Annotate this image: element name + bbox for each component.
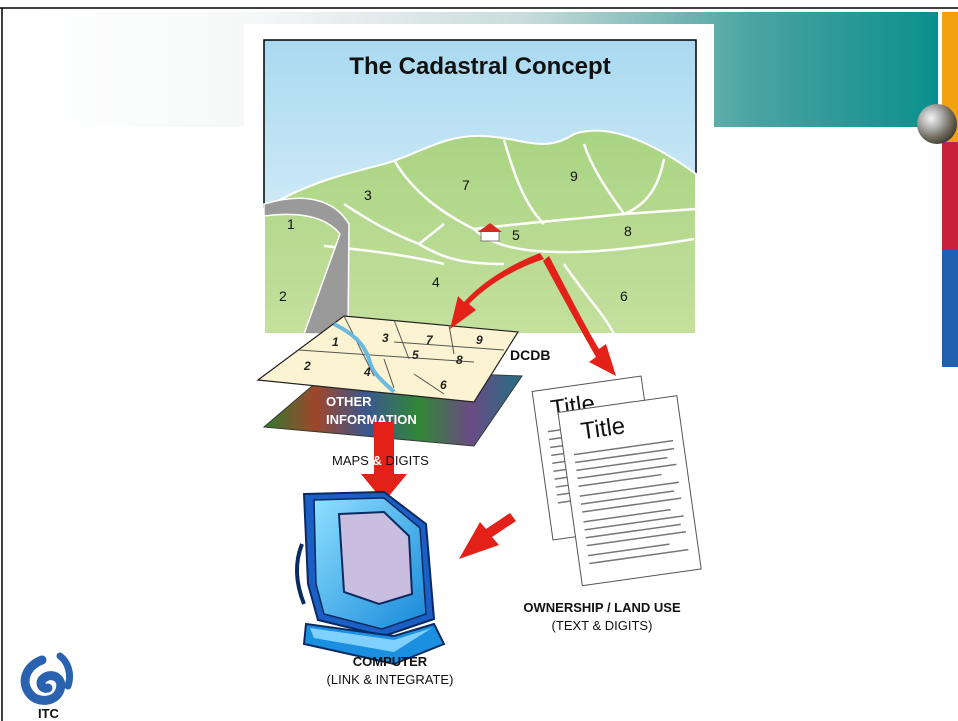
arrow-to-documents-icon xyxy=(543,256,616,376)
parcel-number: 6 xyxy=(620,288,628,304)
arrow-to-dcdb-icon xyxy=(450,253,544,329)
maps-label: MAPS xyxy=(332,453,369,468)
parcel-number: 4 xyxy=(432,274,440,290)
dcdb-number: 7 xyxy=(426,333,434,347)
parcel-number: 2 xyxy=(279,288,287,304)
dcdb-number: 1 xyxy=(332,335,339,349)
arrow-from-documents-icon xyxy=(459,513,516,559)
parcel-number: 7 xyxy=(462,177,470,193)
dcdb-number: 6 xyxy=(440,378,447,392)
other-info-label-line1: OTHER xyxy=(326,394,372,409)
land-title: The Cadastral Concept xyxy=(349,53,610,80)
dcdb-number: 5 xyxy=(412,348,419,362)
maps-digits-label: MAPS & DIGITS xyxy=(332,453,429,468)
dcdb-number: 3 xyxy=(382,331,389,345)
color-bar-blue xyxy=(942,250,958,367)
color-bar-red xyxy=(942,142,958,250)
dcdb-label: DCDB xyxy=(510,347,550,363)
digits-label: DIGITS xyxy=(385,453,429,468)
other-info-label-line2: INFORMATION xyxy=(326,412,417,427)
document-title-front: Title xyxy=(579,412,627,445)
computer-label: COMPUTER xyxy=(353,654,428,669)
parcel-number: 5 xyxy=(512,227,520,243)
itc-swirl-logo-icon: ITC xyxy=(20,652,74,721)
dcdb-number: 4 xyxy=(363,365,371,379)
parcel-number: 3 xyxy=(364,187,372,203)
parcel-number: 1 xyxy=(287,216,295,232)
dcdb-number: 9 xyxy=(476,333,483,347)
landscape-panel: The Cadastral Concept 1 2 3 4 5 6 7 8 9 xyxy=(263,39,697,335)
logo-text: ITC xyxy=(38,706,60,721)
maps-amp: & xyxy=(372,453,385,468)
dcdb-parcel-numbers: 1 2 3 4 5 6 7 8 9 xyxy=(303,331,483,392)
computer-sublabel: (LINK & INTEGRATE) xyxy=(327,672,454,687)
dcdb-layer: 1 2 3 4 5 6 7 8 9 DCDB xyxy=(256,315,550,403)
globe-icon xyxy=(917,104,957,144)
ownership-label: OWNERSHIP / LAND USE xyxy=(523,600,681,615)
flow-arrows xyxy=(361,253,616,559)
parcel-numbers: 1 2 3 4 5 6 7 8 9 xyxy=(279,168,632,304)
parcel-number: 9 xyxy=(570,168,578,184)
title-documents: Title Title xyxy=(523,375,702,633)
dcdb-number: 2 xyxy=(303,359,311,373)
computer-icon: COMPUTER (LINK & INTEGRATE) xyxy=(295,490,454,687)
house-icon xyxy=(478,223,502,242)
title-document-front: Title xyxy=(557,395,702,587)
cadastral-diagram: The Cadastral Concept 1 2 3 4 5 6 7 8 9 … xyxy=(256,39,702,687)
svg-text:MAPS & D: MAPS & DIGITS xyxy=(332,453,429,468)
side-color-bar xyxy=(942,12,958,367)
arrow-to-computer-icon xyxy=(361,422,407,502)
cadastral-figure: The Cadastral Concept 1 2 3 4 5 6 7 8 9 … xyxy=(244,24,714,704)
ownership-sublabel: (TEXT & DIGITS) xyxy=(552,618,653,633)
dcdb-number: 8 xyxy=(456,353,463,367)
parcel-number: 8 xyxy=(624,223,632,239)
